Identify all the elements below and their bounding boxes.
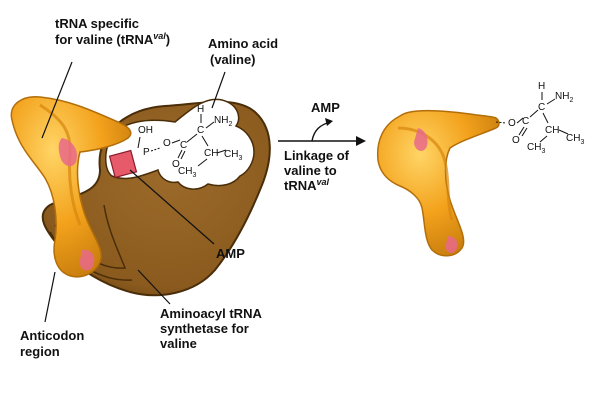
- r-amino-group: NH2: [555, 91, 573, 104]
- reaction-arrow: [278, 118, 366, 146]
- phosphate-p: P: [143, 147, 150, 158]
- amp-released-label: AMP: [311, 100, 340, 115]
- methyl-1: CH3: [178, 166, 196, 179]
- r-alpha-h: H: [538, 81, 545, 92]
- leader-lines: [41, 61, 226, 323]
- synthetase-label-line2: synthetase for: [160, 321, 249, 336]
- synthetase-label-line3: valine: [160, 336, 197, 351]
- trna-label-line1: tRNA specific: [55, 16, 139, 31]
- oh-group: OH: [138, 125, 153, 136]
- trna-left: [10, 96, 132, 278]
- carbonyl-o: O: [172, 159, 180, 170]
- trna-right: [376, 109, 500, 257]
- linkage-label-line3: tRNAval: [284, 177, 330, 193]
- amino-group: NH2: [214, 115, 232, 128]
- r-methyl-2: CH3: [566, 133, 584, 146]
- amino-acid-label-line1: Amino acid: [208, 36, 278, 51]
- alpha-c: C: [197, 125, 204, 136]
- linkage-label-line2: valine to: [284, 163, 337, 178]
- side-chain-ch: CH: [204, 148, 218, 159]
- anticodon-label-line1: Anticodon: [20, 328, 84, 343]
- trna-label-line2: for valine (tRNAval): [55, 31, 170, 47]
- valine-structure-bound: OH P O C O C H NH2 CH CH3 CH3: [137, 104, 242, 179]
- r-side-chain-ch: CH: [545, 125, 559, 136]
- linkage-label-line1: Linkage of: [284, 148, 350, 163]
- r-carbonyl-c: C: [522, 116, 529, 127]
- r-methyl-1: CH3: [527, 142, 545, 155]
- amp-label: AMP: [216, 246, 245, 261]
- synthetase-label-line1: Aminoacyl tRNA: [160, 306, 262, 321]
- anticodon-label-line2: region: [20, 344, 60, 359]
- amp-molecule: [108, 149, 138, 179]
- ester-o: O: [163, 138, 171, 149]
- r-ester-o: O: [508, 118, 516, 129]
- methyl-2: CH3: [224, 149, 242, 162]
- alpha-h: H: [197, 104, 204, 115]
- diagram-labels: tRNA specific for valine (tRNAval) Amino…: [20, 16, 350, 359]
- amino-acid-label-line2: (valine): [210, 52, 256, 67]
- valine-structure-charged: O C O C H NH2 CH CH3 CH3: [495, 81, 584, 155]
- r-alpha-c: C: [538, 102, 545, 113]
- carbonyl-c: C: [180, 140, 187, 151]
- active-site-pocket: [105, 98, 255, 190]
- r-carbonyl-o: O: [512, 135, 520, 146]
